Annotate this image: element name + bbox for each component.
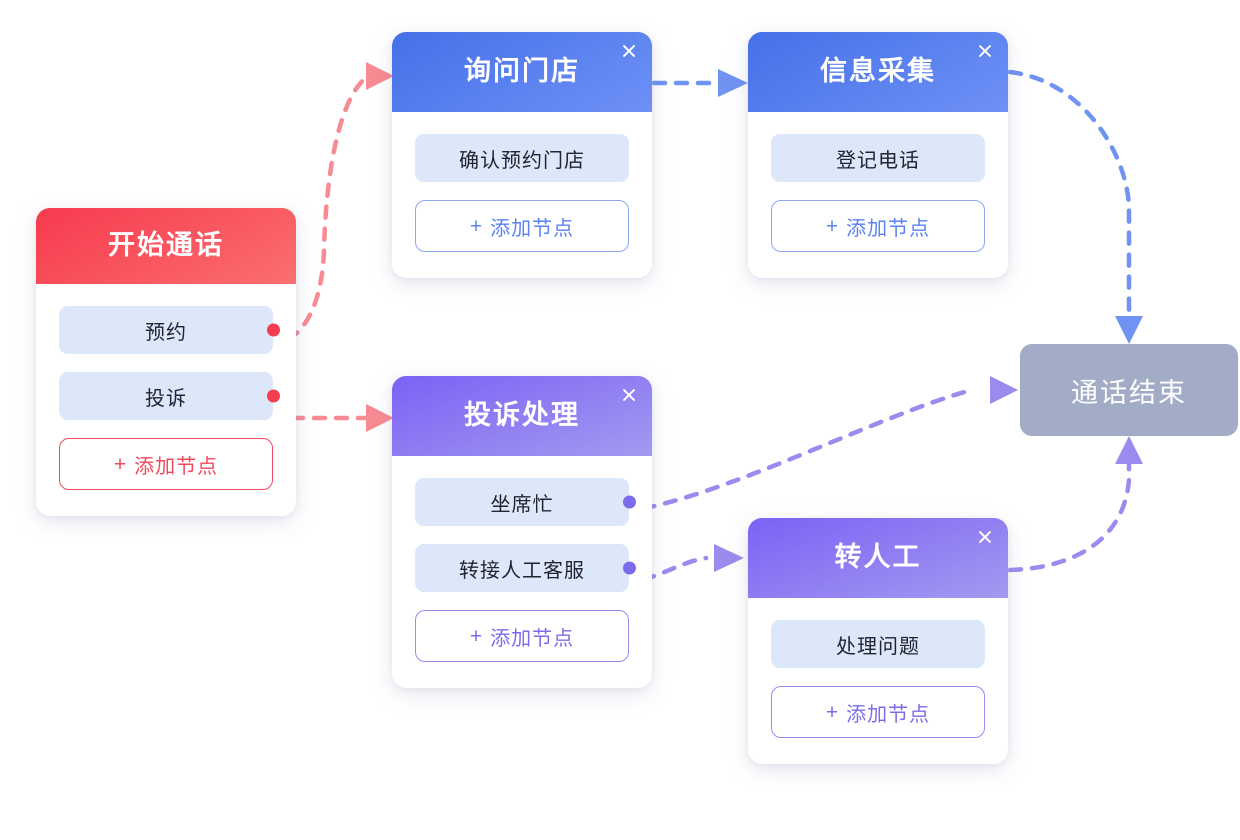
node-title: 信息采集 — [820, 55, 936, 86]
chip-label: 坐席忙 — [490, 493, 554, 516]
output-port-transfer-agent[interactable] — [623, 561, 636, 575]
node-header-collect-info: 信息采集 — [748, 32, 1008, 112]
node-ask-store[interactable]: 询问门店 确认预约门店 + 添加节点 — [392, 32, 652, 278]
add-node-button-collect-info[interactable]: + 添加节点 — [771, 200, 985, 252]
plus-icon: + — [825, 214, 840, 238]
node-body-transfer-to-agent: 处理问题 + 添加节点 — [748, 598, 1008, 764]
node-collect-info[interactable]: 信息采集 登记电话 + 添加节点 — [748, 32, 1008, 278]
output-port-agent-busy[interactable] — [623, 495, 636, 509]
close-icon[interactable] — [974, 526, 996, 548]
node-title: 转人工 — [834, 541, 922, 572]
edge-ask-to-collect — [651, 69, 748, 97]
close-icon[interactable] — [974, 40, 996, 62]
node-start[interactable]: 开始通话 预约 投诉 + 添加节点 — [36, 208, 296, 516]
node-call-end[interactable]: 通话结束 — [1020, 344, 1238, 436]
node-complaint-handling[interactable]: 投诉处理 坐席忙 转接人工客服 + 添加节点 — [392, 376, 652, 688]
add-node-button-transfer-to-agent[interactable]: + 添加节点 — [771, 686, 985, 738]
node-header-ask-store: 询问门店 — [392, 32, 652, 112]
node-header-start: 开始通话 — [36, 208, 296, 284]
edge-complaint-busy-to-end — [619, 376, 1018, 515]
edge-collect-to-end — [1007, 69, 1143, 344]
chip-yuyue[interactable]: 预约 — [59, 306, 280, 354]
add-node-label: 添加节点 — [490, 627, 575, 650]
output-port-tousu[interactable] — [267, 389, 280, 403]
add-node-button-start[interactable]: + 添加节点 — [59, 438, 273, 490]
node-transfer-to-agent[interactable]: 转人工 处理问题 + 添加节点 — [748, 518, 1008, 764]
add-node-label: 添加节点 — [490, 217, 575, 240]
add-node-label: 添加节点 — [134, 455, 219, 478]
node-title: 询问门店 — [464, 55, 580, 86]
plus-icon: + — [469, 624, 484, 648]
chip-agent-busy[interactable]: 坐席忙 — [415, 478, 636, 526]
node-body-ask-store: 确认预约门店 + 添加节点 — [392, 112, 652, 278]
chip-transfer-agent[interactable]: 转接人工客服 — [415, 544, 636, 592]
add-node-label: 添加节点 — [846, 217, 931, 240]
chip-label: 投诉 — [145, 387, 187, 410]
chip-tousu[interactable]: 投诉 — [59, 372, 280, 420]
node-body-collect-info: 登记电话 + 添加节点 — [748, 112, 1008, 278]
chip-label: 预约 — [145, 321, 187, 344]
node-header-transfer-to-agent: 转人工 — [748, 518, 1008, 598]
chip-label: 登记电话 — [836, 149, 920, 172]
node-call-end-label: 通话结束 — [1071, 377, 1187, 408]
node-body-complaint-handling: 坐席忙 转接人工客服 + 添加节点 — [392, 456, 652, 688]
close-icon[interactable] — [618, 40, 640, 62]
node-title: 投诉处理 — [464, 399, 580, 430]
plus-icon: + — [825, 700, 840, 724]
chip-label: 转接人工客服 — [459, 559, 585, 582]
chip-label: 处理问题 — [836, 635, 920, 658]
edge-transfer-to-end — [1007, 436, 1143, 573]
node-body-start: 预约 投诉 + 添加节点 — [36, 284, 296, 516]
close-icon[interactable] — [618, 384, 640, 406]
chip-handle-issue[interactable]: 处理问题 — [771, 620, 985, 668]
output-port-yuyue[interactable] — [267, 323, 280, 337]
node-title: 开始通话 — [108, 229, 224, 260]
chip-confirm-store[interactable]: 确认预约门店 — [415, 134, 629, 182]
plus-icon: + — [113, 452, 128, 476]
chip-label: 确认预约门店 — [459, 149, 585, 172]
add-node-label: 添加节点 — [846, 703, 931, 726]
node-header-complaint-handling: 投诉处理 — [392, 376, 652, 456]
plus-icon: + — [469, 214, 484, 238]
add-node-button-ask-store[interactable]: + 添加节点 — [415, 200, 629, 252]
chip-register-phone[interactable]: 登记电话 — [771, 134, 985, 182]
add-node-button-complaint-handling[interactable]: + 添加节点 — [415, 610, 629, 662]
